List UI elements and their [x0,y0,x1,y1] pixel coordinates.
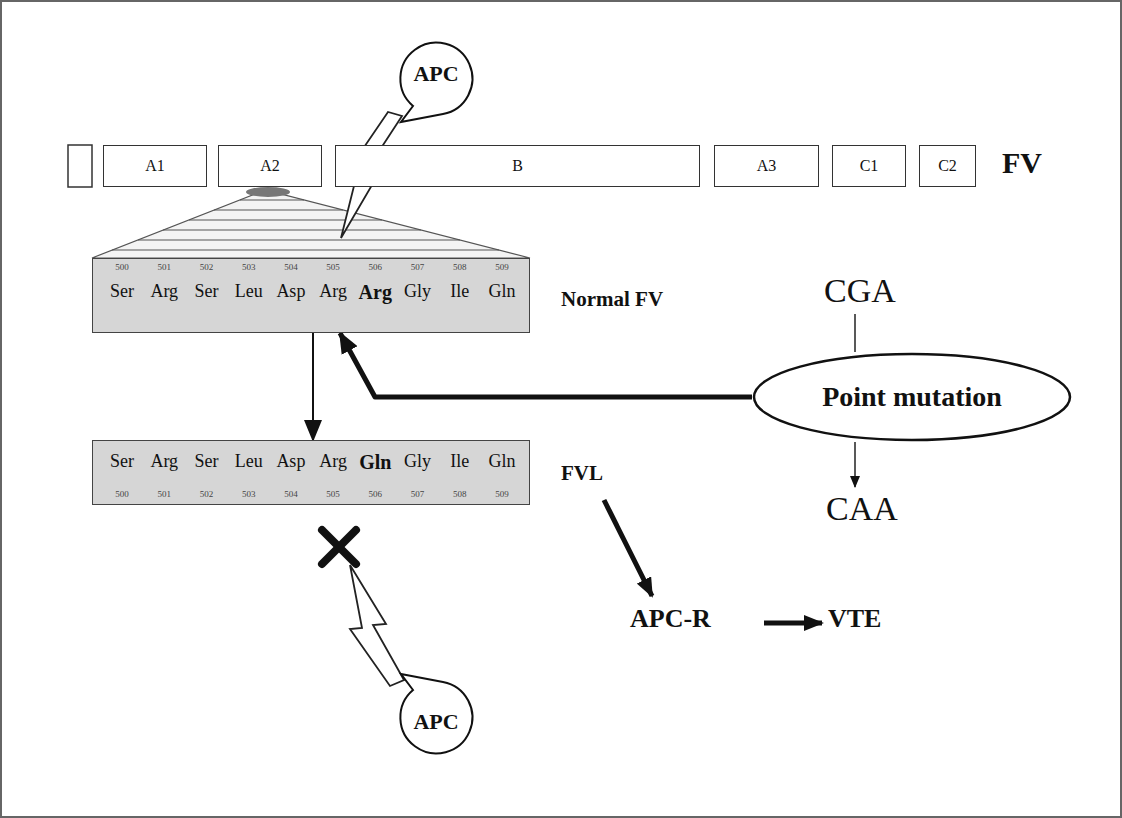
amino-acid: Gln [481,281,523,302]
domain-name: B [512,157,523,175]
sequence-box: Normal FV500501502503504505506507508509S… [92,258,530,333]
signal-box [68,145,92,187]
residue-number: 500 [101,489,143,499]
connector-arrow [340,333,752,397]
domain-name: C1 [860,157,879,175]
domain-box: C2 [919,145,976,187]
connector-arrow [312,333,314,440]
residue-number: 506 [354,262,396,272]
mutation-label: Point mutation [822,381,1002,413]
sequence-heading: Normal FV [561,287,663,312]
residue-number: 509 [481,489,523,499]
residue-number: 501 [143,262,185,272]
residue-number: 500 [101,262,143,272]
amino-acid: Arg [143,451,185,472]
amino-acid: Gly [396,281,438,302]
sequence-heading: FVL [561,461,603,486]
amino-acid: Ser [185,451,227,472]
domain-box: A2 [218,145,322,187]
residue-number: 502 [185,262,227,272]
sequence-box: FVL500501502503504505506507508509SerArgS… [92,440,530,505]
amino-acid: Gln [354,451,396,474]
residue-number: 508 [439,262,481,272]
domain-box: A3 [714,145,819,187]
amino-acid: Arg [312,451,354,472]
residue-number: 506 [354,489,396,499]
residue-number: 508 [439,489,481,499]
amino-acid: Ser [185,281,227,302]
zoom-triangle [92,187,530,258]
amino-acid: Ser [101,281,143,302]
residue-number: 505 [312,262,354,272]
residue-number: 507 [396,489,438,499]
diagram-label: CGA [824,272,896,310]
blocked-bolt [350,565,404,686]
domain-name: A2 [260,157,280,175]
amino-acid: Asp [270,281,312,302]
amino-acid: Arg [312,281,354,302]
residue-number: 504 [270,262,312,272]
diagram-label: FV [1002,146,1042,180]
residue-number: 503 [228,489,270,499]
amino-acid: Ile [439,451,481,472]
result-arrow [604,500,652,596]
amino-acid: Arg [354,281,396,304]
domain-box: B [335,145,700,187]
amino-acid: Arg [143,281,185,302]
cross-mark [322,530,356,564]
residue-number: 507 [396,262,438,272]
domain-name: A3 [757,157,777,175]
diagram-label: VTE [828,604,881,634]
enzyme-label: APC [413,709,458,735]
residue-number: 509 [481,262,523,272]
codon-arrow [854,442,856,487]
amino-acid: Leu [228,451,270,472]
domain-box: A1 [103,145,207,187]
amino-acid: Leu [228,281,270,302]
amino-acid: Asp [270,451,312,472]
diagram-label: APC-R [630,604,711,634]
codon-line [854,314,856,352]
amino-acid: Ser [101,451,143,472]
amino-acid: Gly [396,451,438,472]
result-arrow [764,621,822,626]
apc-enzyme: APC [393,36,471,124]
residue-number: 501 [143,489,185,499]
domain-name: C2 [938,157,957,175]
residue-number: 505 [312,489,354,499]
amino-acid: Ile [439,281,481,302]
mutation-ellipse: Point mutation [752,352,1072,442]
residue-number: 504 [270,489,312,499]
residue-number: 502 [185,489,227,499]
domain-name: A1 [145,157,165,175]
residue-number: 503 [228,262,270,272]
apc-enzyme: APC [393,672,471,760]
amino-acid: Gln [481,451,523,472]
domain-box: C1 [832,145,906,187]
enzyme-label: APC [413,61,458,87]
diagram-label: CAA [826,490,898,528]
